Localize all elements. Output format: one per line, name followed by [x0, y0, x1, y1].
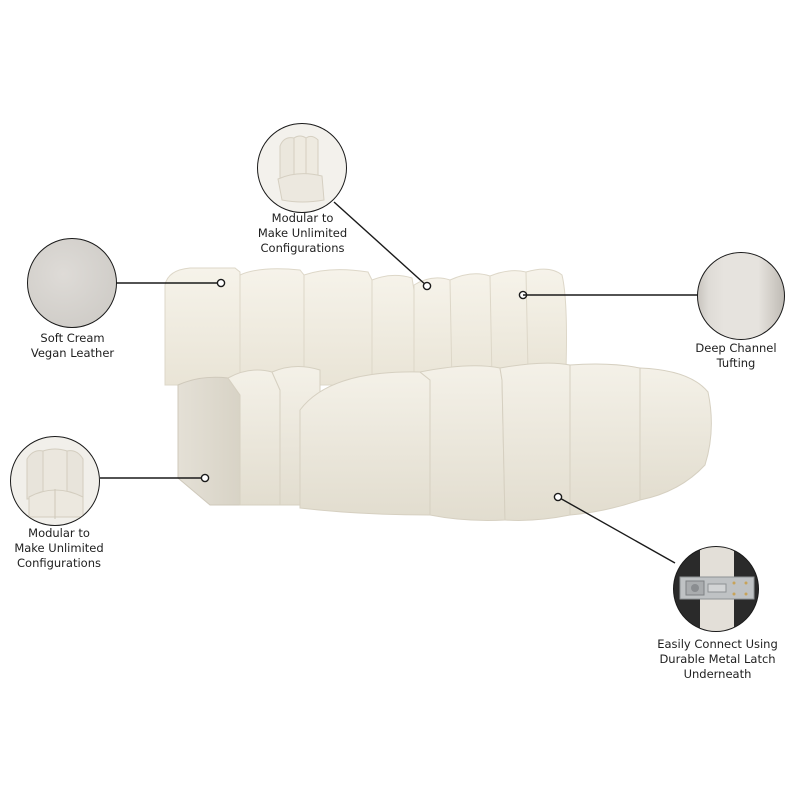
- sofa-backrest: [164, 267, 567, 386]
- metal-latch-icon: [673, 546, 759, 632]
- callout-connectors: [100, 201, 698, 564]
- corner-module-icon: [10, 436, 100, 526]
- callout-material-label: Soft Cream Vegan Leather: [30, 331, 115, 360]
- callout-modular-left-label: Modular to Make Unlimited Configurations: [14, 526, 104, 570]
- sofa-curved-seat: [299, 362, 712, 521]
- armless-module-icon: [257, 123, 347, 213]
- callout-tufting-label: Deep Channel Tufting: [695, 341, 777, 370]
- callout-modular-top-label: Modular to Make Unlimited Configurations: [257, 211, 348, 255]
- tufting-closeup-icon: [697, 252, 785, 340]
- callout-dots: [200, 278, 563, 502]
- sofa-side-panel: [177, 376, 241, 506]
- leather-swatch-icon: [27, 238, 117, 328]
- callout-latch-label: Easily Connect Using Durable Metal Latch…: [657, 637, 778, 681]
